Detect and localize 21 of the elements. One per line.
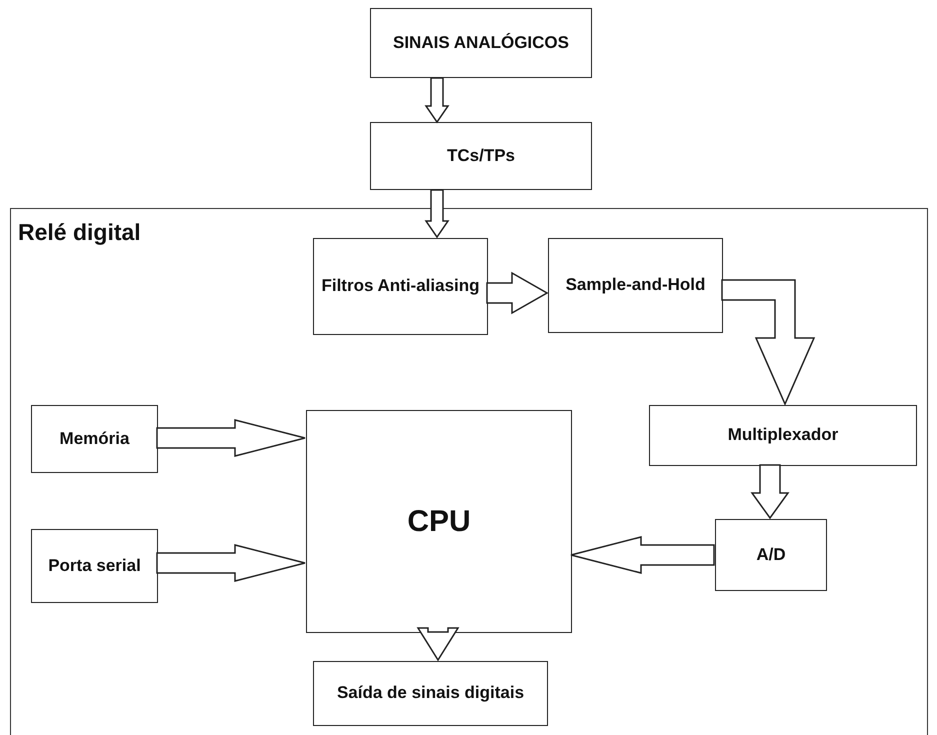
block-arrow: [424, 189, 450, 238]
process-box: Sample-and-Hold: [548, 238, 723, 333]
process-box: TCs/TPs: [370, 122, 592, 190]
process-box: SINAIS ANALÓGICOS: [370, 8, 592, 78]
process-box: CPU: [306, 410, 572, 633]
block-arrow: [750, 464, 790, 520]
process-box: A/D: [715, 519, 827, 591]
block-arrow: [156, 419, 306, 457]
block-arrow: [156, 544, 306, 582]
block-arrow: [416, 627, 460, 662]
process-box: Porta serial: [31, 529, 158, 603]
frame-title: Relé digital: [18, 219, 141, 246]
device-frame: [10, 208, 928, 735]
block-arrow: [424, 77, 450, 124]
block-arrow: [721, 279, 816, 406]
block-arrow: [486, 272, 549, 314]
process-box: Memória: [31, 405, 158, 473]
process-box: Saída de sinais digitais: [313, 661, 548, 726]
process-box: Multiplexador: [649, 405, 917, 466]
process-box: Filtros Anti-aliasing: [313, 238, 488, 335]
block-arrow: [570, 536, 715, 574]
